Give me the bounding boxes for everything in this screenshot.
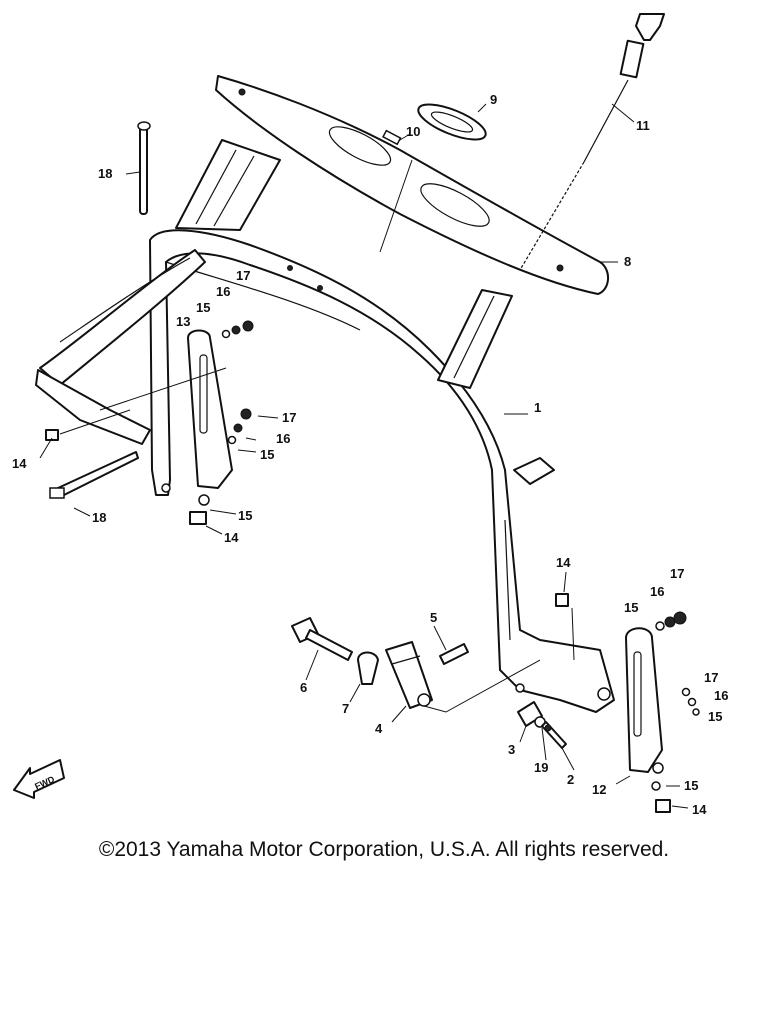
slotted-plate-part-12: [625, 627, 664, 774]
grommet-part-9: [417, 103, 487, 141]
callout-2: 2: [567, 772, 574, 787]
callout-17-d: 17: [704, 670, 718, 685]
callout-14-left: 14: [12, 456, 27, 471]
callout-13: 13: [176, 314, 190, 329]
assembly-lines: [59, 159, 575, 713]
callout-16-a: 16: [216, 284, 230, 299]
callout-10: 10: [406, 124, 420, 139]
leader-lines: [39, 103, 689, 809]
callout-14-lower-left: 14: [224, 530, 239, 545]
callout-3: 3: [508, 742, 515, 757]
callout-16-c: 16: [650, 584, 664, 599]
callout-12: 12: [592, 782, 606, 797]
callout-14-mid-right: 14: [556, 555, 571, 570]
pin-part-5: [439, 643, 469, 665]
callout-17-a: 17: [236, 268, 250, 283]
clip-part-7: [357, 651, 379, 685]
callout-16-d: 16: [714, 688, 728, 703]
callout-labels: 1 2 3 4 5 6 7 8 9 10 11 12 13 14 14 14 1…: [12, 92, 728, 817]
hardware-group-right: [555, 593, 700, 813]
bolt-set-parts-2-3-19: [517, 701, 567, 749]
callout-8: 8: [624, 254, 631, 269]
callout-15-c: 15: [238, 508, 252, 523]
callout-9: 9: [490, 92, 497, 107]
callout-15-f: 15: [684, 778, 698, 793]
callout-15-e: 15: [708, 709, 722, 724]
cable-part-11: [519, 13, 665, 271]
holder-part-4: [385, 641, 433, 709]
slotted-plate-part-13: [187, 329, 233, 489]
callout-15-d: 15: [624, 600, 638, 615]
callout-14-bottom-right: 14: [692, 802, 707, 817]
callout-7: 7: [342, 701, 349, 716]
hardware-group-left: [45, 320, 254, 525]
copyright-notice: ©2013 Yamaha Motor Corporation, U.S.A. A…: [98, 838, 670, 861]
callout-17-b: 17: [282, 410, 296, 425]
callout-15-b: 15: [260, 447, 274, 462]
plate-part-8: [215, 75, 609, 295]
screw-part-10: [382, 129, 402, 146]
callout-4: 4: [375, 721, 383, 736]
callout-17-c: 17: [670, 566, 684, 581]
frame-part-1: [35, 139, 615, 713]
tie-part-18-upper: [137, 121, 151, 215]
callout-18-lower: 18: [92, 510, 106, 525]
callout-6: 6: [300, 680, 307, 695]
forward-arrow-icon: FWD: [13, 759, 65, 799]
callout-11: 11: [636, 118, 650, 133]
callout-5: 5: [430, 610, 437, 625]
callout-16-b: 16: [276, 431, 290, 446]
parts-diagram: 1 2 3 4 5 6 7 8 9 10 11 12 13 14 14 14 1…: [12, 13, 728, 817]
callout-15-a: 15: [196, 300, 210, 315]
callout-18-upper: 18: [98, 166, 112, 181]
tie-part-18-lower: [49, 451, 139, 499]
bolt-part-6: [291, 617, 353, 661]
callout-19: 19: [534, 760, 548, 775]
callout-1: 1: [534, 400, 541, 415]
